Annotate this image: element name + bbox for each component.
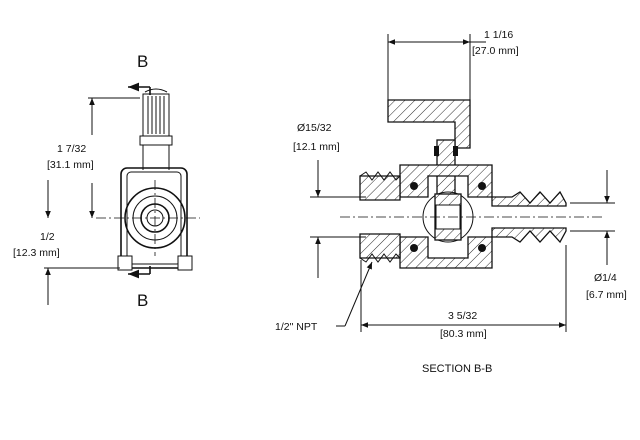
front-view: B B (13, 52, 200, 310)
section-caption: SECTION B-B (422, 363, 492, 375)
barb-dia-metric: [6.7 mm] (586, 289, 627, 301)
handle-section (387, 99, 471, 149)
stem-seal-left (434, 146, 439, 156)
barb-dia-fraction: Ø1/4 (594, 272, 617, 284)
body-dia-fraction: Ø15/32 (297, 122, 332, 134)
body-dia-metric: [12.1 mm] (293, 141, 340, 153)
height-dimension (88, 97, 140, 218)
center-dim-fraction: 1/2 (40, 231, 55, 243)
valve-body-section (359, 164, 493, 269)
thread-callout: 1/2" NPT (275, 321, 318, 333)
section-letter-bottom: B (137, 291, 148, 310)
hose-barb-section (491, 190, 567, 244)
length-dim-fraction: 3 5/32 (448, 310, 477, 322)
ball-section (410, 182, 486, 252)
height-dim-fraction: 1 7/32 (57, 143, 86, 155)
length-dimension (360, 245, 567, 332)
handle-dim-metric: [27.0 mm] (472, 45, 519, 57)
thread-callout-leader (336, 261, 373, 327)
section-letter-top: B (137, 52, 148, 71)
barb-diameter-dimension (570, 170, 615, 265)
handle-stem (139, 88, 173, 170)
center-dimension (44, 180, 120, 305)
body-diameter-dimension (310, 160, 366, 278)
handle-dimension (387, 34, 486, 100)
section-view: 1 1/16 [27.0 mm] Ø15/32 [12.1 mm] Ø1/4 [… (275, 29, 627, 375)
height-dim-metric: [31.1 mm] (47, 159, 94, 171)
stem-seal-right (453, 146, 458, 156)
length-dim-metric: [80.3 mm] (440, 328, 487, 340)
handle-dim-fraction: 1 1/16 (484, 29, 513, 41)
center-dim-metric: [12.3 mm] (13, 247, 60, 259)
